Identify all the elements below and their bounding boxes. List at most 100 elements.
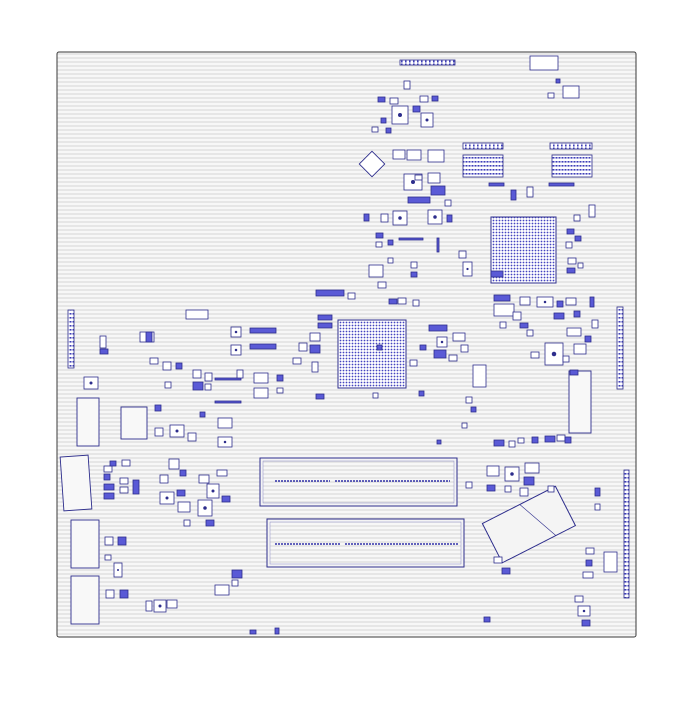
smd-component xyxy=(418,390,425,397)
smd-component xyxy=(187,432,197,442)
smd-component xyxy=(409,359,418,367)
smd-component xyxy=(567,257,577,265)
smd-component xyxy=(375,232,384,239)
smd-component xyxy=(510,189,517,201)
smd-component xyxy=(221,495,231,503)
passive-components xyxy=(83,78,601,635)
smd-component xyxy=(594,503,601,511)
smd-component xyxy=(292,357,302,365)
smd-component xyxy=(594,487,601,497)
smd-component xyxy=(199,411,206,418)
smd-component xyxy=(162,361,172,371)
component-center-mark xyxy=(551,351,557,357)
smd-component xyxy=(493,439,505,447)
component-center-mark xyxy=(165,496,169,500)
smd-component xyxy=(547,485,555,493)
angled-module xyxy=(481,485,577,564)
component-center-mark xyxy=(425,118,429,122)
smd-component xyxy=(406,149,422,161)
smd-component xyxy=(99,335,107,349)
smd-component xyxy=(555,78,561,84)
smd-component xyxy=(517,437,525,444)
header-strip-top xyxy=(399,59,456,66)
left-connector-2 xyxy=(59,454,93,512)
connector-upper-left xyxy=(462,154,504,178)
smd-component xyxy=(403,80,411,90)
smd-component xyxy=(121,459,131,467)
smd-component xyxy=(154,427,164,437)
smd-component xyxy=(519,296,531,306)
smd-component xyxy=(368,264,384,278)
smd-component xyxy=(564,436,572,444)
left-connector-3 xyxy=(70,519,100,569)
regulator-block xyxy=(472,364,487,388)
smd-component xyxy=(584,335,592,343)
smd-component xyxy=(175,362,183,370)
smd-component xyxy=(519,322,529,329)
smd-component xyxy=(504,485,512,493)
smd-component xyxy=(380,117,387,124)
smd-component xyxy=(488,182,505,187)
smd-component xyxy=(177,501,191,513)
smd-component xyxy=(159,474,169,484)
smd-component xyxy=(412,299,420,307)
left-connector-4 xyxy=(70,575,100,625)
smd-component xyxy=(249,327,277,334)
smd-component xyxy=(524,462,540,474)
smd-component xyxy=(214,377,242,381)
smd-component xyxy=(145,600,153,612)
smd-component xyxy=(574,595,584,603)
component-center-mark xyxy=(398,113,402,117)
smd-component xyxy=(470,406,477,413)
smd-component xyxy=(311,361,319,373)
smd-component xyxy=(119,486,129,494)
smd-component xyxy=(103,492,115,500)
left-header-vertical xyxy=(67,309,75,369)
smd-component xyxy=(427,172,441,184)
component-center-mark xyxy=(234,330,238,334)
smd-component xyxy=(372,392,379,399)
smd-component xyxy=(398,237,424,241)
smd-component xyxy=(414,174,423,181)
smd-component xyxy=(236,369,244,379)
component-center-mark xyxy=(398,216,402,220)
smd-component xyxy=(433,349,447,359)
smd-component xyxy=(363,213,370,222)
smd-component xyxy=(452,332,466,342)
rotated-chip xyxy=(358,150,386,178)
bottom-right-ic xyxy=(603,551,618,573)
smd-component xyxy=(214,584,230,596)
right-header-2 xyxy=(623,469,630,599)
smd-component xyxy=(407,196,431,204)
smd-component xyxy=(205,519,215,527)
smd-component xyxy=(574,235,582,242)
smd-component xyxy=(446,214,453,223)
smd-component xyxy=(103,473,111,481)
smd-component xyxy=(179,469,187,477)
smd-component xyxy=(556,300,564,308)
smd-component xyxy=(526,329,534,337)
component-center-mark xyxy=(89,381,93,385)
small-module-top-right xyxy=(529,55,559,71)
smd-component xyxy=(582,571,594,579)
right-header-1 xyxy=(616,306,624,390)
smd-component xyxy=(566,327,582,337)
smd-component xyxy=(493,294,511,302)
smd-component xyxy=(566,267,576,274)
smd-component xyxy=(444,199,452,207)
connector-upper-right-head xyxy=(549,142,593,150)
smd-component xyxy=(573,343,587,355)
smd-component xyxy=(577,262,584,269)
component-center-mark xyxy=(510,472,514,476)
component-center-mark xyxy=(211,489,215,493)
oblique-part xyxy=(185,309,209,320)
smd-component xyxy=(581,619,591,627)
component-center-mark xyxy=(158,604,162,608)
memory-slot-lower xyxy=(266,518,465,568)
smd-component xyxy=(512,311,522,321)
smd-component xyxy=(375,241,383,248)
smd-component xyxy=(397,297,407,305)
smd-component xyxy=(548,182,575,187)
smd-component xyxy=(547,92,555,99)
